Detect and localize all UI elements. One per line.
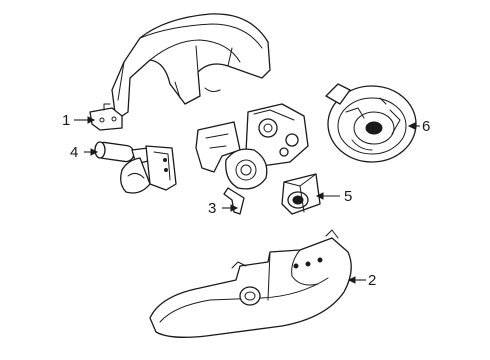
callout-2: 2: [368, 272, 376, 289]
callout-6: 6: [422, 118, 430, 135]
clockspring[interactable]: [325, 83, 417, 163]
immobilizer-module[interactable]: [281, 173, 321, 215]
leader-lines: [74, 116, 420, 284]
callout-3: 3: [208, 200, 216, 217]
callout-5: 5: [344, 188, 352, 205]
turn-signal-switch[interactable]: [94, 141, 177, 194]
ignition-switch-housing[interactable]: [195, 103, 309, 215]
upper-column-cover[interactable]: [89, 13, 271, 131]
callout-1: 1: [62, 112, 70, 129]
lower-column-cover[interactable]: [149, 229, 352, 338]
callout-4: 4: [70, 144, 78, 161]
